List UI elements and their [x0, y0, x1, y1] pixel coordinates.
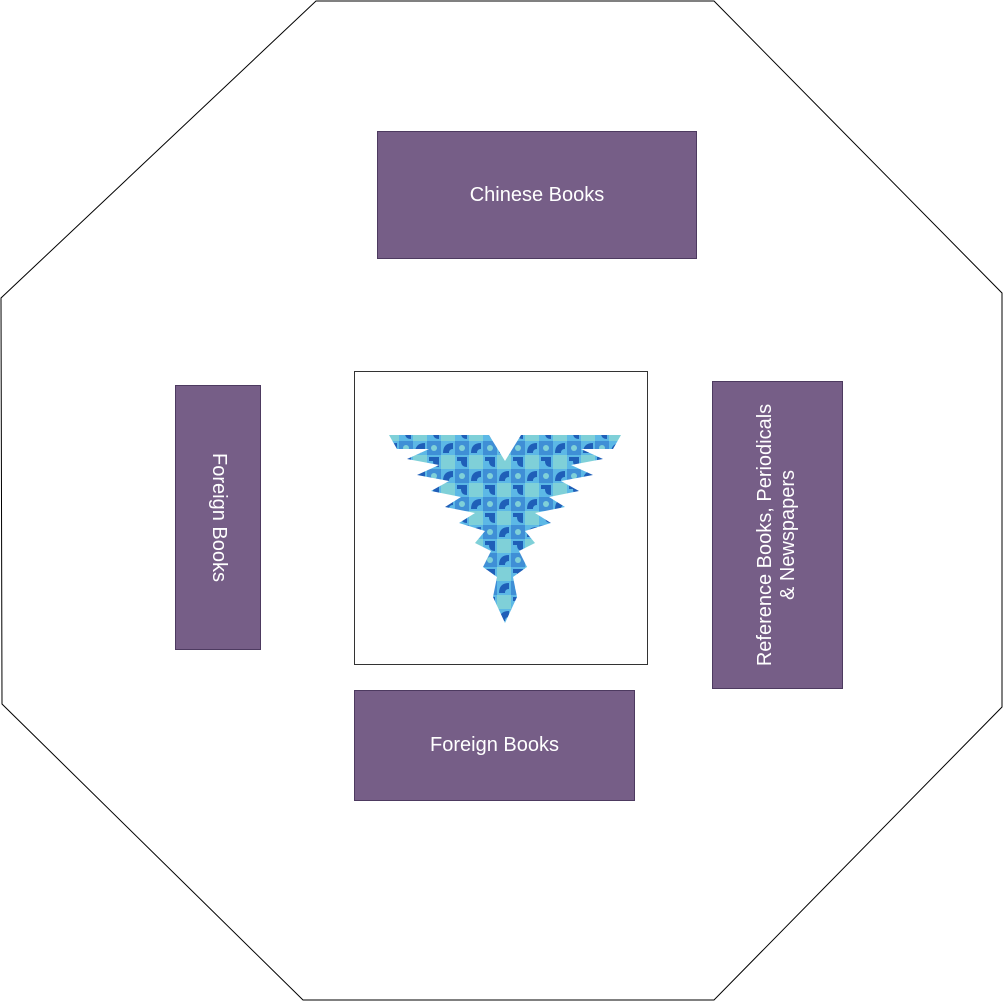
- zone-foreign-books-left-label: Foreign Books: [207, 453, 230, 582]
- zone-reference-line1: Reference Books, Periodicals: [754, 403, 777, 667]
- center-logo-frame: [354, 371, 648, 665]
- zone-reference-periodicals-label: Reference Books, Periodicals & Newspaper…: [755, 404, 801, 666]
- zone-foreign-books-left: Foreign Books: [175, 385, 261, 650]
- zone-reference-line2: & Newspapers: [777, 469, 800, 601]
- zone-foreign-books-bottom-label: Foreign Books: [430, 734, 559, 756]
- zone-chinese-books: Chinese Books: [377, 131, 697, 259]
- zone-chinese-books-label: Chinese Books: [469, 183, 605, 206]
- zone-foreign-books-bottom: Foreign Books: [354, 690, 635, 801]
- zone-reference-periodicals: Reference Books, Periodicals & Newspaper…: [712, 381, 843, 689]
- phoenix-logo-icon: [385, 427, 625, 627]
